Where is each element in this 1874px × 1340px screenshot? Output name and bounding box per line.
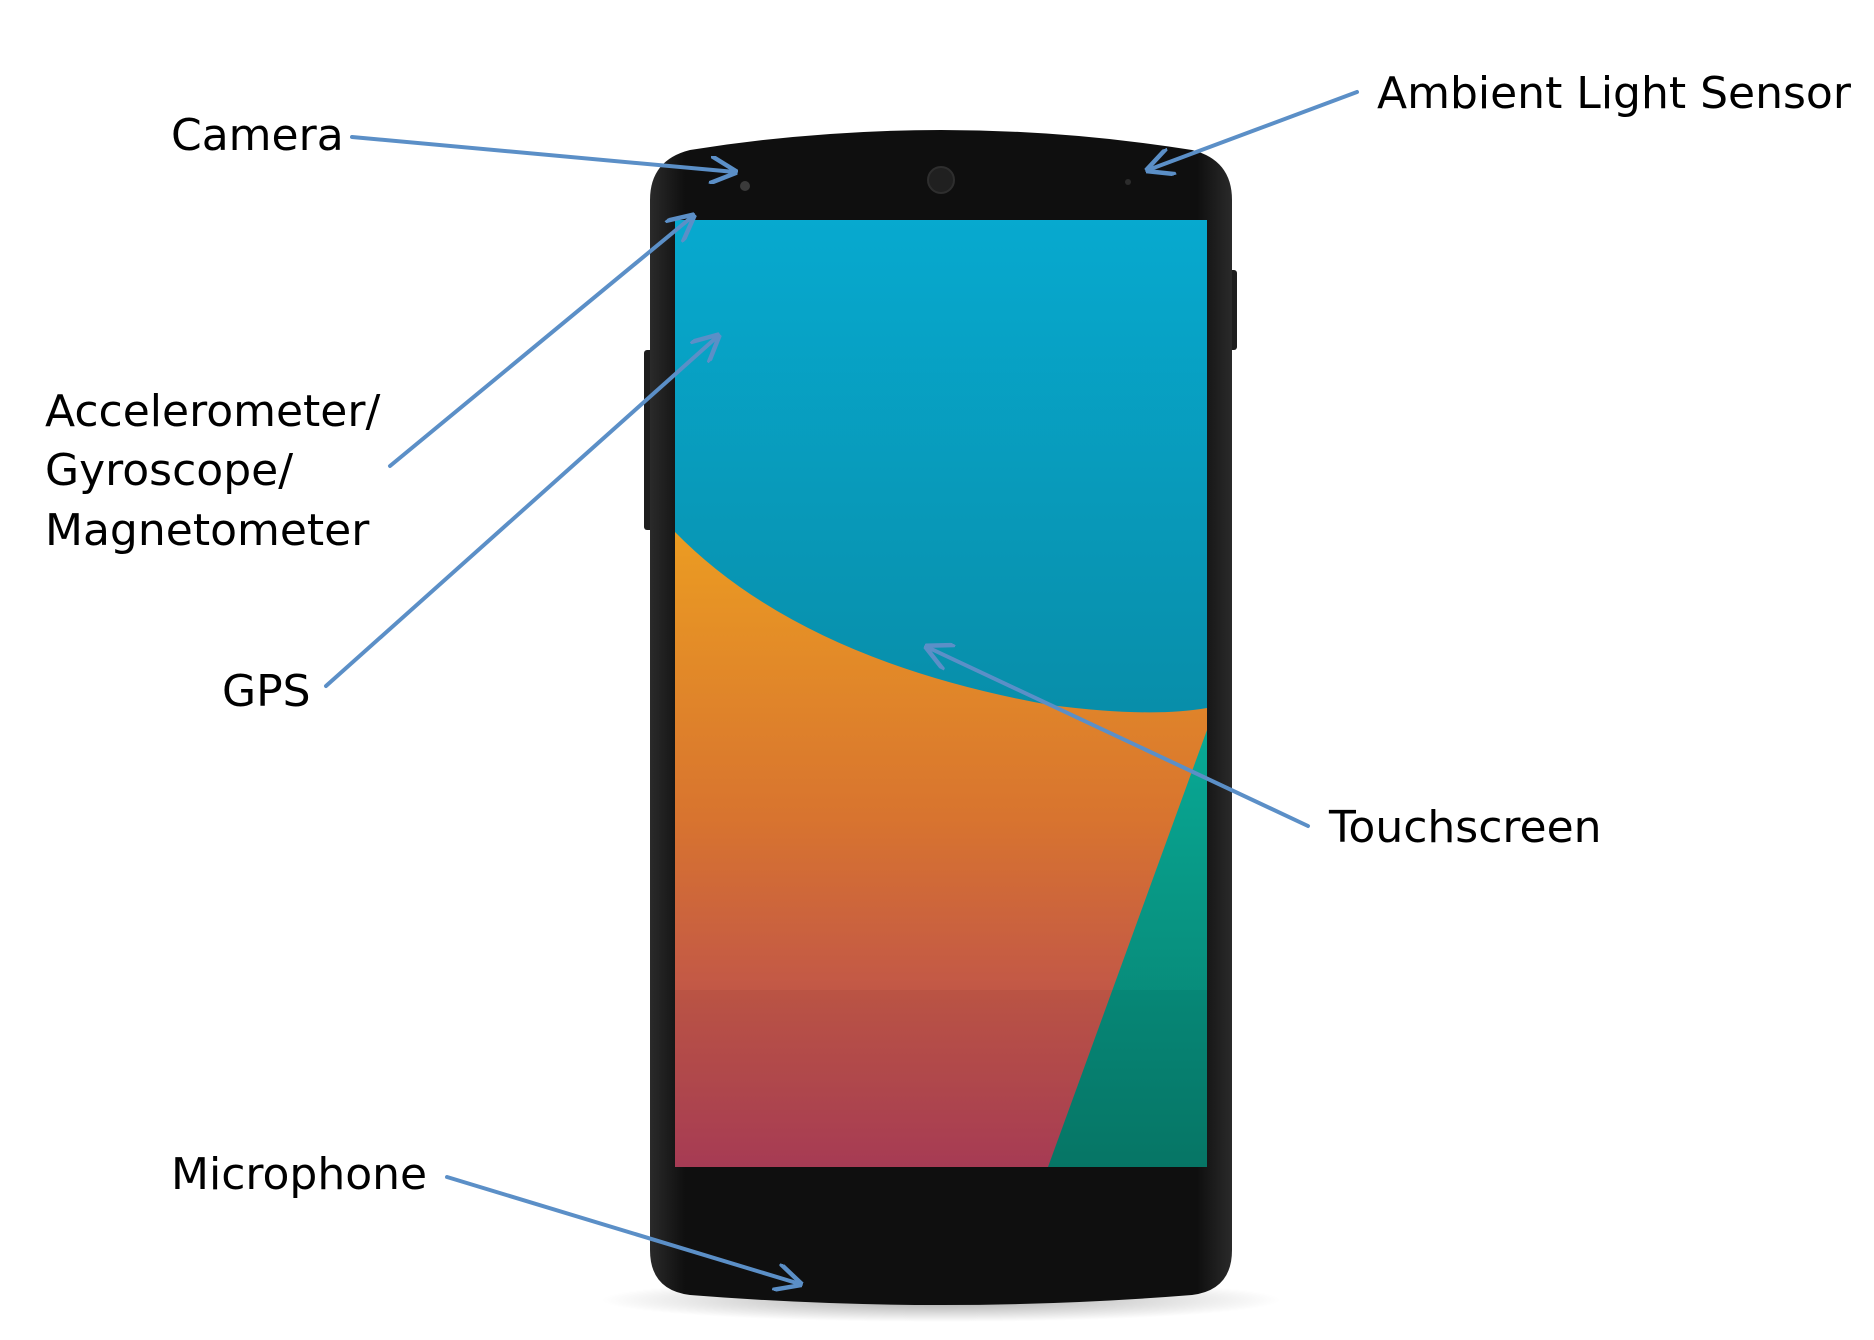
accelerometer-arrow (388, 216, 693, 468)
light-sensor-dot (1125, 179, 1131, 185)
touchscreen-display (675, 220, 1207, 1167)
gyroscope-line: Gyroscope/ (45, 445, 294, 497)
callout-arrows (324, 90, 1359, 1284)
ambient-light-sensor-label: Ambient Light Sensor (1377, 68, 1851, 119)
magnetometer-line: Magnetometer (45, 504, 370, 556)
screen-green-wedge (1048, 730, 1207, 1167)
front-camera-lens (927, 166, 955, 194)
gps-label: GPS (222, 666, 311, 717)
microphone-label: Microphone (171, 1149, 428, 1200)
accelerometer-gyroscope-magnetometer-label: Accelerometer/ Gyroscope/ Magnetometer (45, 382, 380, 560)
touchscreen-arrow (927, 647, 1310, 828)
camera-arrow (350, 135, 735, 172)
gps-arrow (324, 336, 718, 688)
microphone-arrow (445, 1175, 800, 1284)
touchscreen-label: Touchscreen (1329, 802, 1602, 853)
camera-dot (740, 181, 750, 191)
ambient-light-arrow (1148, 90, 1359, 170)
accelerometer-line: Accelerometer/ (45, 386, 381, 437)
camera-label: Camera (171, 110, 344, 161)
screen-orange-wedge (675, 532, 1207, 1167)
